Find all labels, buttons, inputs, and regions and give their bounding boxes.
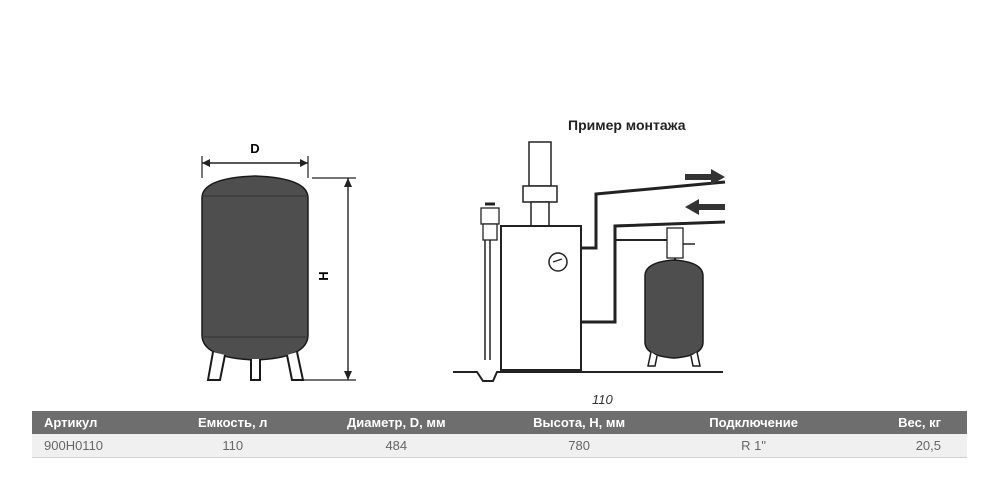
header-connection: Подключение <box>667 411 840 434</box>
vessel-valve <box>666 227 684 259</box>
safety-valve-body <box>482 223 498 241</box>
cell-capacity: 110 <box>163 434 303 458</box>
installation-diagram <box>453 141 726 382</box>
chimney-pipe <box>528 141 552 187</box>
tank-dimension-drawing: D H <box>201 141 356 381</box>
spec-table: Артикул Емкость, л Диаметр, D, мм Высота… <box>32 411 967 458</box>
tank-branch-pipe <box>615 239 676 260</box>
cell-height: 780 <box>490 434 668 458</box>
gauge-needle <box>552 258 563 263</box>
height-label: H <box>316 271 331 280</box>
tank-leg-middle <box>250 359 261 381</box>
cell-connection: R 1" <box>667 434 840 458</box>
tank-leg-right <box>286 351 305 381</box>
cell-article: 900H0110 <box>32 434 164 458</box>
cell-diameter: 484 <box>302 434 491 458</box>
chimney-collar <box>522 185 558 203</box>
chimney-base <box>530 201 550 227</box>
table-row: 900H0110 110 484 780 R 1" 20,5 <box>32 434 967 458</box>
header-article: Артикул <box>32 411 164 434</box>
supply-pipe <box>581 180 726 250</box>
header-weight: Вес, кг <box>839 411 967 434</box>
cell-weight: 20,5 <box>839 434 967 458</box>
vessel-leg-right <box>690 351 701 367</box>
inflow-arrow-icon <box>685 199 725 215</box>
height-arrow-bottom <box>344 371 352 380</box>
height-arrow-top <box>344 178 352 187</box>
boiler-body <box>500 225 582 371</box>
diameter-label: D <box>250 141 259 156</box>
tank-leg-left <box>206 351 226 381</box>
header-diameter: Диаметр, D, мм <box>302 411 491 434</box>
diameter-arrow-left <box>202 159 210 167</box>
floor-line <box>453 371 723 382</box>
outflow-arrow-icon <box>685 169 725 185</box>
expansion-vessel <box>644 259 704 359</box>
vessel-leg-left <box>647 351 658 367</box>
model-caption: 110 <box>592 392 613 407</box>
spec-table-header: Артикул Емкость, л Диаметр, D, мм Высота… <box>32 411 967 434</box>
diameter-arrow-right <box>300 159 308 167</box>
install-example-title: Пример монтажа <box>568 117 686 133</box>
safety-valve <box>480 207 500 225</box>
header-capacity: Емкость, л <box>163 411 303 434</box>
return-pipe <box>581 220 726 324</box>
header-height: Высота, H, мм <box>490 411 668 434</box>
pressure-gauge-icon <box>548 252 568 272</box>
tank-body <box>201 175 309 361</box>
